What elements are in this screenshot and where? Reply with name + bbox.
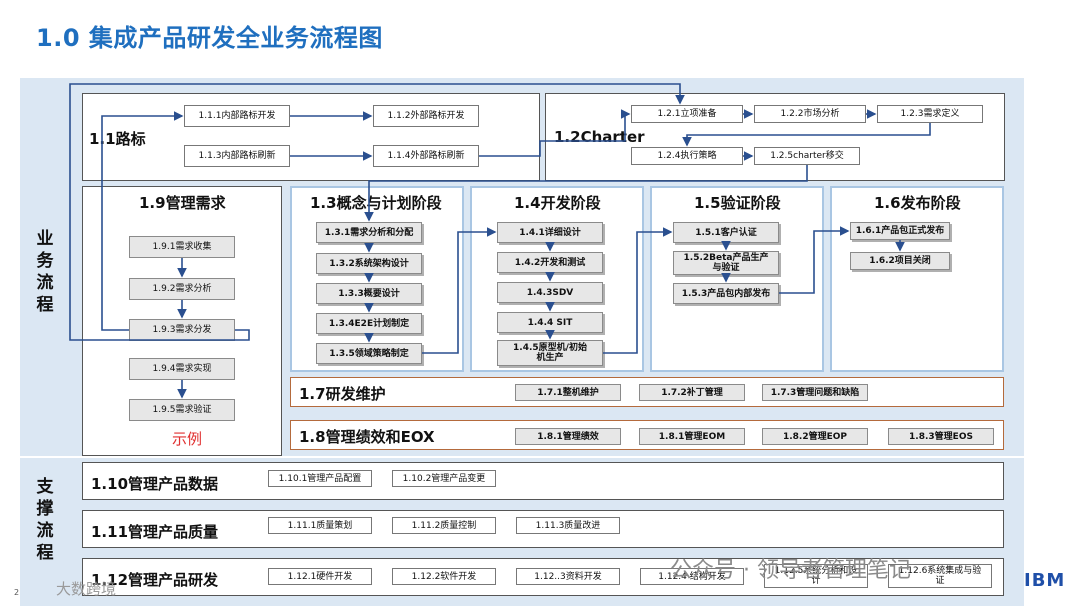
step-1-10-1[interactable]: 1.10.1管理产品配置 [268,470,372,487]
panel-verification: 1.5验证阶段 [650,186,824,372]
support-flow-label: 支撑流程 [36,477,54,563]
arrow-roadmap-to-charter [479,109,631,157]
step-1-7-1[interactable]: 1.7.1整机维护 [515,384,621,401]
brand-watermark: 大数跨境 [56,580,117,598]
step-1-3-1[interactable]: 1.3.1需求分析和分配 [316,222,422,243]
step-1-12-2[interactable]: 1.12.2软件开发 [392,568,496,585]
step-1-11-1[interactable]: 1.11.1质量策划 [268,517,372,534]
panel-concept-planning: 1.3概念与计划阶段 [290,186,464,372]
step-1-1-1[interactable]: 1.1.1内部路标开发 [184,105,290,127]
step-1-9-1[interactable]: 1.9.1需求收集 [129,236,235,258]
step-1-9-2[interactable]: 1.9.2需求分析 [129,278,235,300]
page-title: 1.0 集成产品研发全业务流程图 [36,24,383,52]
panel-title: 1.11管理产品质量 [91,523,219,541]
arrow-dev-to-verify [603,227,673,354]
panel-title: 1.10管理产品数据 [91,475,219,493]
panel-release: 1.6发布阶段 [830,186,1004,372]
arrow-req-to-roadmap-1 [101,111,184,331]
step-1-1-3[interactable]: 1.1.3内部路标刷新 [184,145,290,167]
business-flow-label: 业务流程 [36,229,54,315]
step-1-2-4[interactable]: 1.2.4执行策略 [631,147,743,165]
step-1-6-1[interactable]: 1.6.1产品包正式发布 [850,222,950,240]
step-1-9-5[interactable]: 1.9.5需求验证 [129,399,235,421]
step-1-3-5[interactable]: 1.3.5领域策略制定 [316,343,422,364]
panel-title: 1.8管理绩效和EOX [299,428,435,446]
step-1-2-1[interactable]: 1.2.1立项准备 [631,105,743,123]
step-1-5-3[interactable]: 1.5.3产品包内部发布 [673,283,779,304]
step-1-8-4[interactable]: 1.8.3管理EOS [888,428,994,445]
panel-title: 1.4开发阶段 [514,194,601,212]
step-1-8-1[interactable]: 1.8.1管理绩效 [515,428,621,445]
step-1-10-2[interactable]: 1.10.2管理产品变更 [392,470,496,487]
panel-title: 1.1路标 [89,130,146,148]
step-1-2-3[interactable]: 1.2.3需求定义 [877,105,983,123]
step-1-12-5[interactable]: 1.12.5系统分析和设计 [764,564,868,588]
step-1-4-5[interactable]: 1.4.5原型机/初始机生产 [497,340,603,366]
panel-title: 1.5验证阶段 [694,194,781,212]
step-1-1-2[interactable]: 1.1.2外部路标开发 [373,105,479,127]
step-1-7-2[interactable]: 1.7.2补丁管理 [639,384,745,401]
panel-title: 1.7研发维护 [299,385,386,403]
step-1-11-2[interactable]: 1.11.2质量控制 [392,517,496,534]
step-1-12-6[interactable]: 1.12.6系统集成与验证 [888,564,992,588]
arrow-verify-to-release [779,226,850,294]
page-number: 2 [14,588,20,597]
arrow-concept-to-dev [422,227,497,354]
step-1-12-4[interactable]: 1.12.4 结构开发 [640,568,744,585]
step-1-2-2[interactable]: 1.2.2市场分析 [754,105,866,123]
step-1-7-3[interactable]: 1.7.3管理问题和缺陷 [762,384,868,401]
step-1-8-2[interactable]: 1.8.1管理EOM [639,428,745,445]
panel-title: 1.6发布阶段 [874,194,961,212]
step-1-11-3[interactable]: 1.11.3质量改进 [516,517,620,534]
step-1-1-4[interactable]: 1.1.4外部路标刷新 [373,145,479,167]
step-1-12-1[interactable]: 1.12.1硬件开发 [268,568,372,585]
arrow-req-to-charter [69,83,685,341]
wechat-watermark: 公众号 · 领导者管理笔记 [670,558,911,583]
step-1-12-3[interactable]: 1.12..3资料开发 [516,568,620,585]
ibm-logo: IBM [1024,570,1066,591]
arrow-charter-3 [682,123,931,147]
arrow-charter-to-concept [364,165,808,222]
panel-title: 1.9管理需求 [139,194,226,212]
step-1-2-5[interactable]: 1.2.5charter移交 [754,147,860,165]
step-1-8-3[interactable]: 1.8.2管理EOP [762,428,868,445]
example-label: 示例 [172,430,203,448]
panel-title: 1.12管理产品研发 [91,571,219,589]
step-1-9-4[interactable]: 1.9.4需求实现 [129,358,235,380]
step-1-6-2[interactable]: 1.6.2项目关闭 [850,252,950,270]
panel-product-data: 1.10管理产品数据 [82,462,1004,500]
panel-title: 1.3概念与计划阶段 [310,194,442,212]
panel-rd-maintenance: 1.7研发维护 [290,377,1004,407]
